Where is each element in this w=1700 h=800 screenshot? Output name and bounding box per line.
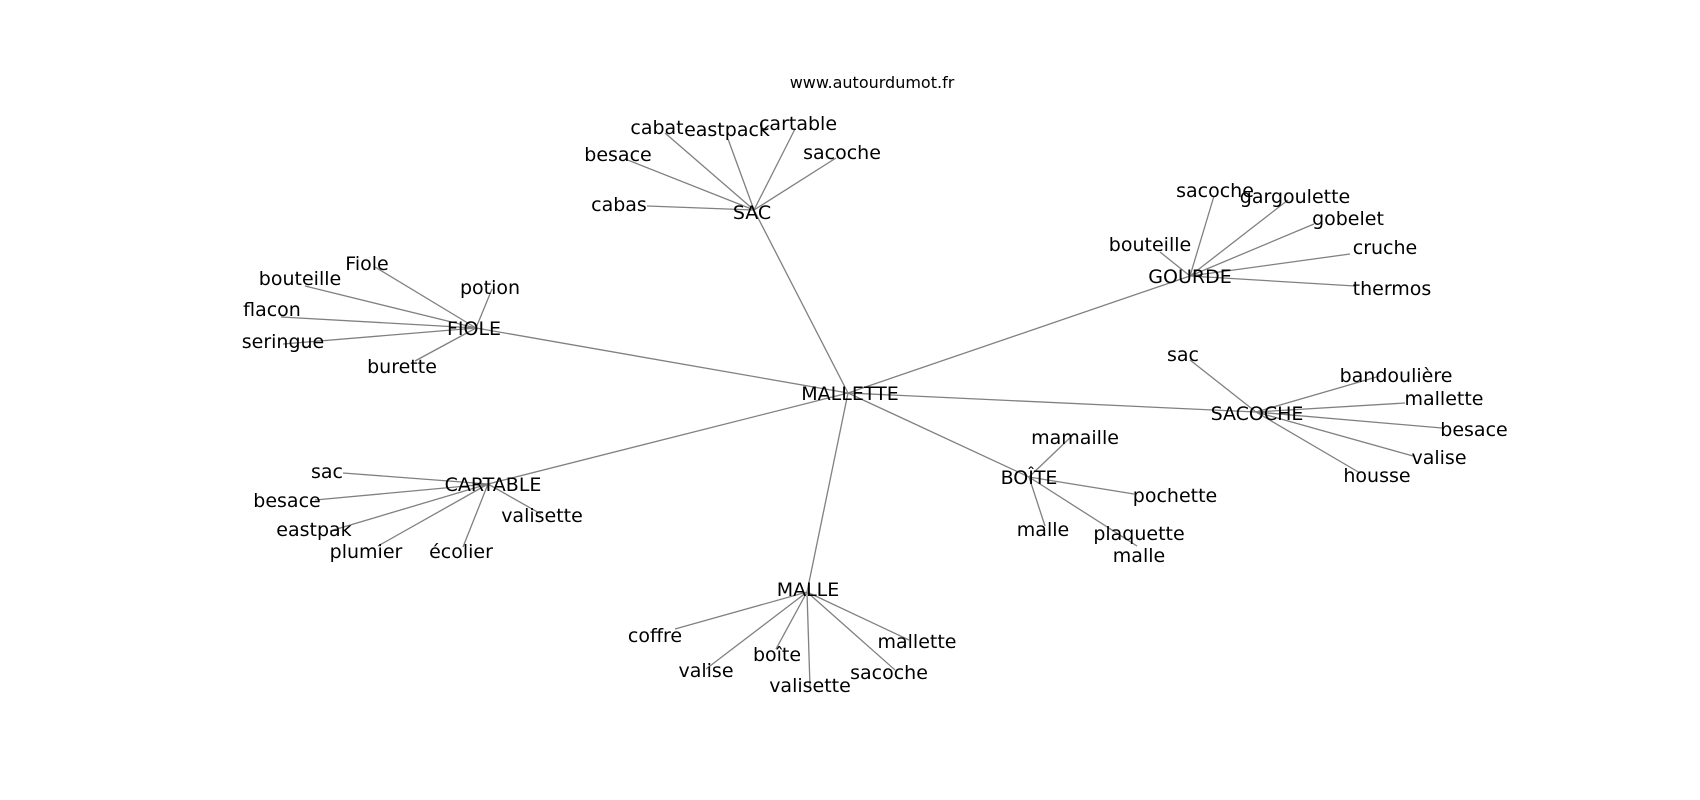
edge-hub6-word1 xyxy=(806,591,910,641)
edge-hub5-word2 xyxy=(487,483,542,515)
edge-hub1-word0 xyxy=(1189,195,1215,277)
hub-node-label[interactable]: GOURDE xyxy=(1148,266,1231,288)
edge-hub1-word3 xyxy=(1159,251,1191,277)
word-node-label[interactable]: besace xyxy=(584,144,651,166)
center-node-label[interactable]: MALLETTE xyxy=(801,383,898,405)
word-node-label[interactable]: sac xyxy=(311,461,343,483)
word-node-label[interactable]: burette xyxy=(367,356,437,378)
word-node-label[interactable]: cabas xyxy=(591,194,647,216)
edge-hub2-word5 xyxy=(414,327,477,362)
word-node-label[interactable]: mallette xyxy=(878,631,957,653)
edge-hub6-word0 xyxy=(674,591,808,630)
edge-hub3-word0 xyxy=(1189,359,1257,413)
edge-hub5-word1 xyxy=(314,483,489,501)
hub-node-label[interactable]: BOÎTE xyxy=(1001,466,1058,489)
word-node-label[interactable]: besace xyxy=(1440,419,1507,441)
edge-hub4-word3 xyxy=(1028,476,1138,547)
word-node-label[interactable]: cabat xyxy=(630,117,683,139)
edge-hub0-word2 xyxy=(753,128,796,211)
word-node-label[interactable]: sacoche xyxy=(803,142,881,164)
edge-center-to-2 xyxy=(475,327,849,394)
word-node-label[interactable]: pochette xyxy=(1133,485,1217,507)
edge-center-to-6 xyxy=(806,392,849,593)
word-node-label[interactable]: potion xyxy=(460,277,520,299)
hub-node-label[interactable]: FIOLE xyxy=(447,318,501,340)
word-node-label[interactable]: écolier xyxy=(429,541,493,563)
edge-hub5-word3 xyxy=(329,483,489,532)
edge-hub1-word5 xyxy=(1189,275,1356,287)
edge-hub2-word1 xyxy=(304,285,477,329)
hub-node-label[interactable]: CARTABLE xyxy=(445,474,542,496)
edge-hub2-word4 xyxy=(282,327,477,345)
word-node-label[interactable]: mamaille xyxy=(1031,427,1119,449)
word-node-label[interactable]: eastpak xyxy=(276,519,351,541)
hub-node-label[interactable]: SACOCHE xyxy=(1211,403,1304,425)
word-node-label[interactable]: boîte xyxy=(753,644,801,666)
edge-hub0-word3 xyxy=(753,157,837,211)
edge-hub6-word3 xyxy=(705,591,808,670)
word-node-label[interactable]: flacon xyxy=(243,299,301,321)
hub-node-label[interactable]: MALLE xyxy=(777,579,840,601)
edge-hub1-word2 xyxy=(1189,223,1315,277)
edge-hub3-word5 xyxy=(1255,411,1361,474)
edge-center-to-5 xyxy=(487,392,849,485)
edge-hub0-word5 xyxy=(646,205,755,211)
word-node-label[interactable]: bouteille xyxy=(259,268,341,290)
edge-hub5-word4 xyxy=(377,483,489,547)
edge-hub2-word3 xyxy=(280,316,477,329)
graph-edges xyxy=(280,128,1443,688)
word-node-label[interactable]: malle xyxy=(1017,519,1069,541)
site-url: www.autourdumot.fr xyxy=(790,73,955,92)
edge-hub5-word5 xyxy=(462,483,489,548)
word-node-label[interactable]: gobelet xyxy=(1312,208,1384,230)
edge-hub4-word2 xyxy=(1028,476,1046,527)
edge-hub3-word4 xyxy=(1255,411,1414,457)
word-node-label[interactable]: housse xyxy=(1343,465,1410,487)
word-node-label[interactable]: sacoche xyxy=(1176,180,1254,202)
word-node-label[interactable]: eastpack xyxy=(684,119,770,141)
word-node-label[interactable]: besace xyxy=(253,490,320,512)
edge-center-to-4 xyxy=(847,392,1030,478)
edge-hub0-word1 xyxy=(727,138,755,211)
word-node-label[interactable]: sac xyxy=(1167,344,1199,366)
edge-center-to-0 xyxy=(753,209,849,394)
word-node-label[interactable]: coffre xyxy=(628,625,682,647)
edge-hub6-word4 xyxy=(806,591,896,671)
edge-hub3-word2 xyxy=(1255,402,1406,413)
edge-hub3-word1 xyxy=(1255,375,1381,413)
edge-hub3-word3 xyxy=(1255,411,1443,429)
word-node-label[interactable]: valisette xyxy=(501,505,583,527)
word-node-label[interactable]: valise xyxy=(678,660,733,682)
edge-hub6-word5 xyxy=(806,591,811,688)
word-node-label[interactable]: cruche xyxy=(1353,237,1417,259)
edge-hub1-word1 xyxy=(1189,199,1289,277)
word-node-label[interactable]: thermos xyxy=(1353,278,1432,300)
word-node-label[interactable]: bandoulière xyxy=(1340,365,1453,387)
edge-hub1-word4 xyxy=(1189,253,1351,277)
edge-center-to-3 xyxy=(847,392,1257,413)
word-node-label[interactable]: gargoulette xyxy=(1240,186,1350,208)
word-node-label[interactable]: sacoche xyxy=(850,662,928,684)
hub-node-label[interactable]: SAC xyxy=(733,202,771,224)
edge-hub0-word0 xyxy=(664,132,755,211)
edge-hub4-word0 xyxy=(1028,434,1074,478)
edge-hub6-word2 xyxy=(775,591,808,650)
edge-hub2-word0 xyxy=(374,266,477,329)
edge-hub5-word0 xyxy=(342,472,489,485)
word-node-label[interactable]: Fiole xyxy=(345,253,388,275)
word-node-label[interactable]: seringue xyxy=(242,331,325,353)
edge-center-to-1 xyxy=(847,275,1191,394)
word-node-label[interactable]: plumier xyxy=(330,541,403,563)
word-node-label[interactable]: valise xyxy=(1411,447,1466,469)
edge-hub4-word1 xyxy=(1028,476,1135,495)
edge-hub2-word2 xyxy=(475,288,493,329)
word-node-label[interactable]: bouteille xyxy=(1109,234,1191,256)
edge-hub0-word4 xyxy=(624,158,755,211)
word-node-label[interactable]: cartable xyxy=(759,113,837,135)
word-node-label[interactable]: valisette xyxy=(769,675,851,697)
word-node-label[interactable]: mallette xyxy=(1405,388,1484,410)
